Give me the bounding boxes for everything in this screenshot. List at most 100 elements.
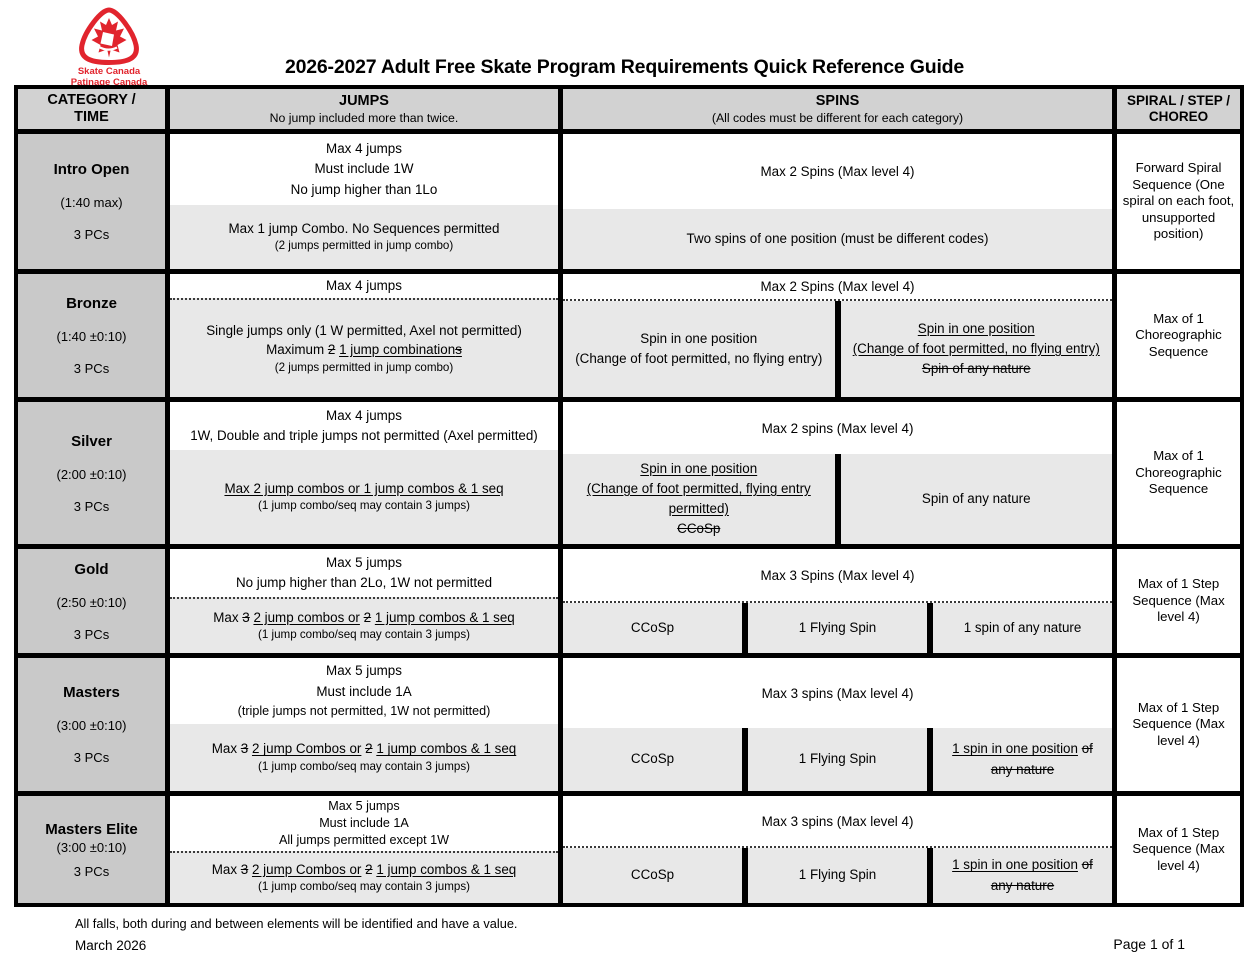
jumps-rule: Max 4 jumps — [326, 278, 402, 293]
requirements-table: CATEGORY / TIME JUMPS No jump included m… — [14, 85, 1244, 907]
spins-header-rule: Max 3 spins (Max level 4) — [761, 685, 914, 701]
category-pcs: 3 PCs — [73, 227, 110, 242]
category-pcs: 3 PCs — [73, 361, 110, 376]
spin-requirement: Spin of any nature — [840, 454, 1112, 544]
category-pcs: 3 PCs — [73, 498, 110, 514]
page-title: 2026-2027 Adult Free Skate Program Requi… — [284, 56, 965, 78]
cell-divider — [834, 301, 841, 397]
spin-line: (Change of foot permitted, no flying ent… — [575, 351, 823, 366]
spiral-rule: Max of 1 Step Sequence (Max level 4) — [1132, 576, 1225, 625]
struck-text: of any nature — [990, 857, 1093, 893]
maple-leaf-icon — [79, 7, 139, 66]
struck-text: 3 — [240, 861, 249, 877]
jump-combo-rule: Single jumps only (1 W permitted, Axel n… — [206, 322, 522, 338]
spin-requirement: CCoSp — [563, 848, 742, 903]
spin-requirement: CCoSp — [563, 603, 742, 653]
header-jumps-sub: No jump included more than twice. — [269, 110, 459, 125]
jumps-cell-silver: Max 4 jumps 1W, Double and triple jumps … — [170, 402, 558, 544]
underlined-text: Max 2 jump combos or 1 jump combos & 1 s… — [224, 480, 504, 496]
spin-requirement: Two spins of one position (must be diffe… — [563, 209, 1112, 269]
underlined-text: (Change of foot permitted, no flying ent… — [852, 340, 1100, 356]
category-cell-intro-open: Intro Open (1:40 max) 3 PCs — [18, 134, 165, 269]
category-name: Gold — [74, 560, 109, 578]
jumps-rule: Max 5 jumps — [326, 663, 402, 679]
spin-edited-rule: 1 spin in one position of any nature — [943, 739, 1102, 779]
category-time: (1:40 ±0:10) — [56, 329, 127, 344]
category-pcs: 3 PCs — [73, 863, 110, 879]
spins-cell-intro-open: Max 2 Spins (Max level 4) Two spins of o… — [563, 134, 1112, 269]
spin-line: Spin in one position — [640, 330, 758, 346]
spins-header-rule: Max 3 spins (Max level 4) — [761, 813, 914, 829]
struck-text: s — [455, 342, 462, 358]
cell-divider — [834, 454, 841, 544]
struck-text: of any nature — [990, 741, 1093, 777]
logo-wordmark: Skate Canada Patinage Canada — [66, 66, 152, 89]
spiral-cell-bronze: Max of 1 Choreographic Sequence — [1117, 274, 1240, 397]
spins-cell-silver: Max 2 spins (Max level 4) Spin in one po… — [563, 402, 1112, 544]
spin-requirement: 1 spin in one position of any nature — [933, 848, 1112, 903]
header-spins-title: SPINS — [815, 92, 860, 109]
jump-combo-note: (1 jump combo/seq may contain 3 jumps) — [258, 759, 470, 773]
spin-requirement: Spin in one position (Change of foot per… — [563, 301, 835, 397]
header-category: CATEGORY / TIME — [18, 89, 165, 129]
underlined-text: (Change of foot permitted, flying entry … — [586, 480, 811, 516]
category-cell-masters: Masters (3:00 ±0:10) 3 PCs — [18, 658, 165, 791]
underlined-text: 1 jump combos & 1 seq — [376, 741, 517, 757]
jumps-rule: Max 4 jumps — [326, 141, 402, 157]
category-time: (2:50 ±0:10) — [56, 594, 127, 610]
jump-combo-rule: Max 1 jump Combo. No Sequences permitted — [228, 220, 500, 236]
category-cell-silver: Silver (2:00 ±0:10) 3 PCs — [18, 402, 165, 544]
category-pcs: 3 PCs — [73, 626, 110, 642]
spiral-rule: Max of 1 Choreographic Sequence — [1135, 310, 1222, 359]
category-time: (3:00 ±0:10) — [56, 718, 127, 733]
cell-divider — [742, 603, 748, 653]
header-spiral-line1: SPIRAL / STEP / — [1126, 93, 1231, 109]
category-cell-bronze: Bronze (1:40 ±0:10) 3 PCs — [18, 274, 165, 397]
header-spins-sub: (All codes must be different for each ca… — [711, 110, 964, 125]
spin-edited-rule: 1 spin in one position of any nature — [943, 855, 1102, 895]
header-spins: SPINS (All codes must be different for e… — [563, 89, 1112, 129]
logo-line2: Patinage Canada — [70, 77, 148, 89]
header-jumps-title: JUMPS — [339, 92, 389, 109]
spin-requirement: 1 Flying Spin — [748, 603, 927, 653]
spin-requirement: 1 Flying Spin — [748, 848, 927, 903]
spins-cell-bronze: Max 2 Spins (Max level 4) Spin in one po… — [563, 274, 1112, 397]
header-jumps: JUMPS No jump included more than twice. — [170, 89, 558, 129]
category-pcs: 3 PCs — [73, 750, 110, 765]
jump-combo-edited-rule: Maximum 2 1 jump combinations — [266, 340, 462, 359]
underlined-text: 1 spin in one position — [952, 741, 1078, 757]
struck-text: 3 — [242, 609, 250, 625]
jump-combo-note: (1 jump combo/seq may contain 3 jumps) — [258, 628, 470, 642]
jumps-rule: Max 5 jumps — [328, 799, 400, 813]
jumps-cell-gold: Max 5 jumps No jump higher than 2Lo, 1W … — [170, 549, 558, 653]
spiral-rule: Max of 1 Choreographic Sequence — [1135, 448, 1222, 497]
jump-combo-note: (1 jump combo/seq may contain 3 jumps) — [258, 880, 470, 894]
underlined-text: 1 jump combos & 1 seq — [374, 609, 515, 625]
jumps-rule: Must include 1A — [316, 683, 412, 699]
struck-text: 2 — [327, 342, 336, 358]
jump-combo-edited-rule: Max 3 2 jump Combos or 2 1 jump combos &… — [212, 860, 517, 879]
underlined-text: 1 jump combos & 1 seq — [376, 861, 517, 877]
jump-combo-note: (2 jumps permitted in jump combo) — [274, 239, 454, 253]
spin-line: Spin of any nature — [921, 490, 1031, 506]
category-name: Silver — [71, 432, 112, 450]
jumps-rule: Must include 1A — [319, 816, 409, 830]
cell-divider — [742, 728, 748, 791]
struck-text: 2 — [365, 741, 373, 757]
spins-cell-masters-elite: Max 3 spins (Max level 4) CCoSp 1 Flying… — [563, 796, 1112, 903]
category-name: Masters Elite — [45, 820, 138, 838]
jumps-cell-intro-open: Max 4 jumps Must include 1W No jump high… — [170, 134, 558, 269]
footer-page-number: Page 1 of 1 — [1113, 936, 1185, 952]
footer-note: All falls, both during and between eleme… — [75, 916, 518, 931]
struck-text: 2 — [365, 861, 373, 877]
spin-requirement: 1 spin of any nature — [933, 603, 1112, 653]
spins-header-rule: Max 2 Spins (Max level 4) — [760, 164, 915, 179]
cell-divider — [927, 728, 933, 791]
jumps-rule: All jumps permitted except 1W — [278, 833, 450, 847]
spiral-cell-masters: Max of 1 Step Sequence (Max level 4) — [1117, 658, 1240, 791]
spiral-rule: Max of 1 Step Sequence (Max level 4) — [1132, 824, 1225, 873]
jumps-rule: No jump higher than 1Lo — [290, 181, 438, 197]
jumps-rule: Max 4 jumps — [326, 407, 402, 423]
category-cell-gold: Gold (2:50 ±0:10) 3 PCs — [18, 549, 165, 653]
underlined-text: 2 jump Combos or — [251, 861, 362, 877]
